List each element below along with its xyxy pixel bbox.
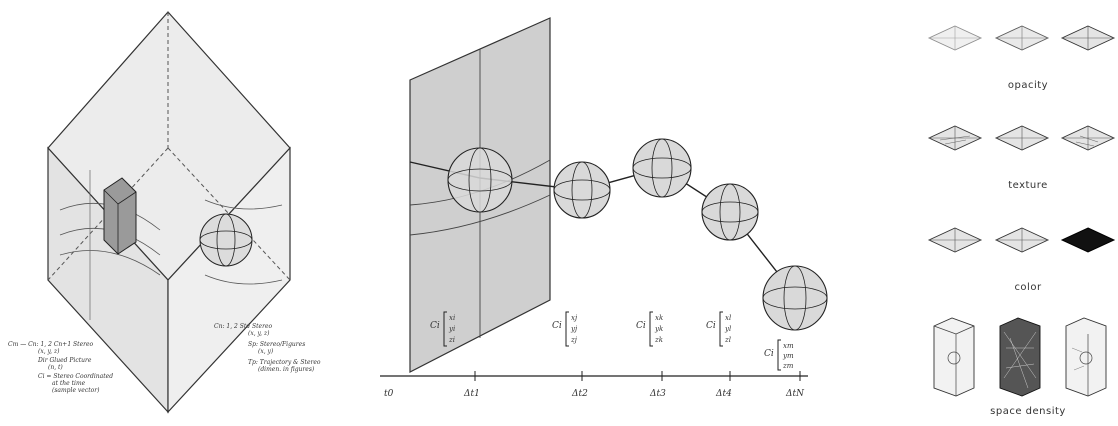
note-line: (sample vector): [52, 387, 100, 394]
vector-row: zl: [724, 336, 731, 344]
time-axis-labels: t0 Δt1 Δt2 Δt3 Δt4 ΔtN: [384, 389, 805, 399]
trajectory-drawing: Ci xi yi zi Ci xj yj zj Ci xk yk zk Ci x…: [380, 17, 828, 399]
axis-label: Δt4: [715, 389, 732, 399]
texture-row: texture: [928, 125, 1115, 191]
state-vector: Ci xi yi zi: [430, 311, 455, 347]
note-line: (dimen. in figures): [258, 366, 315, 373]
note-line: (x, y, z): [248, 330, 270, 337]
note-line: Tp: Trajectory & Stereo: [248, 359, 321, 366]
hidden-edge: [47, 147, 169, 281]
axis-label: ΔtN: [785, 389, 805, 399]
note-line: Dir Glued Picture: [37, 357, 92, 364]
glyph-attributes-drawing: opacity texture color: [928, 25, 1116, 417]
vector-row: zm: [782, 362, 794, 370]
hidden-edge: [167, 147, 291, 281]
sphere: [701, 183, 759, 241]
vector-prefix: Ci: [706, 321, 716, 331]
state-vector: Ci xk yk zk: [636, 311, 663, 347]
vector-row: xl: [725, 314, 731, 322]
vector-prefix: Ci: [764, 349, 774, 359]
vector-row: yl: [724, 325, 731, 333]
note-line: (x, y): [258, 348, 274, 355]
trajectory-panel: Ci xi yi zi Ci xj yj zj Ci xk yk zk Ci x…: [360, 0, 880, 426]
small-cube: [103, 177, 137, 255]
sphere: [553, 161, 611, 219]
sphere: [632, 138, 692, 198]
notes-left: Cm — Cn: 1, 2 Cn+1 Stereo (x, y, z) Dir …: [8, 341, 113, 394]
vector-prefix: Ci: [552, 321, 562, 331]
state-vector: Ci xm ym zm: [764, 339, 794, 371]
vector-row: xk: [655, 314, 663, 322]
sphere-on-face: [199, 213, 253, 267]
vector-row: xj: [571, 314, 578, 322]
vector-row: xi: [449, 314, 455, 322]
vector-row: zi: [448, 336, 455, 344]
state-vector: Ci xj yj zj: [552, 311, 578, 347]
vector-row: zk: [654, 336, 663, 344]
isometric-cube-drawing: Cm — Cn: 1, 2 Cn+1 Stereo (x, y, z) Dir …: [8, 11, 321, 414]
vector-row: ym: [782, 352, 794, 360]
label-color: color: [1014, 282, 1042, 293]
isometric-cube-panel: Cm — Cn: 1, 2 Cn+1 Stereo (x, y, z) Dir …: [0, 0, 340, 426]
label-opacity: opacity: [1008, 80, 1048, 91]
opacity-row: opacity: [928, 25, 1115, 91]
state-vector: Ci xl yl zl: [706, 311, 731, 347]
note-line: at the time: [52, 380, 86, 387]
vector-row: yk: [654, 325, 663, 333]
space-density-row: space density: [933, 317, 1107, 417]
label-space-density: space density: [990, 406, 1066, 417]
note-line: (x, y, z): [38, 348, 60, 355]
color-row: color: [928, 227, 1116, 293]
glyph-attributes-panel: opacity texture color: [900, 0, 1118, 426]
vector-row: yi: [448, 325, 455, 333]
notes-right: Cn: 1, 2 Std Stereo (x, y, z) Sp: Stereo…: [214, 323, 321, 373]
vector-row: zj: [570, 336, 578, 344]
vector-prefix: Ci: [636, 321, 646, 331]
vector-row: xm: [783, 342, 794, 350]
label-texture: texture: [1008, 180, 1048, 191]
note-line: Cn: 1, 2 Std Stereo: [214, 323, 273, 330]
axis-label: Δt3: [649, 389, 666, 399]
note-line: Ci = Stereo Coordinated: [38, 373, 113, 380]
cube-right-face: [167, 146, 291, 414]
sphere: [762, 265, 828, 331]
vector-row: yj: [570, 325, 578, 333]
axis-label: t0: [384, 389, 394, 399]
axis-label: Δt2: [571, 389, 588, 399]
axis-label: Δt1: [463, 389, 480, 399]
sphere: [447, 147, 513, 213]
note-line: Cm — Cn: 1, 2 Cn+1 Stereo: [8, 341, 94, 348]
note-line: Sp: Stereo/Figures: [248, 341, 305, 348]
note-line: (n, t): [48, 364, 63, 371]
vector-prefix: Ci: [430, 321, 440, 331]
